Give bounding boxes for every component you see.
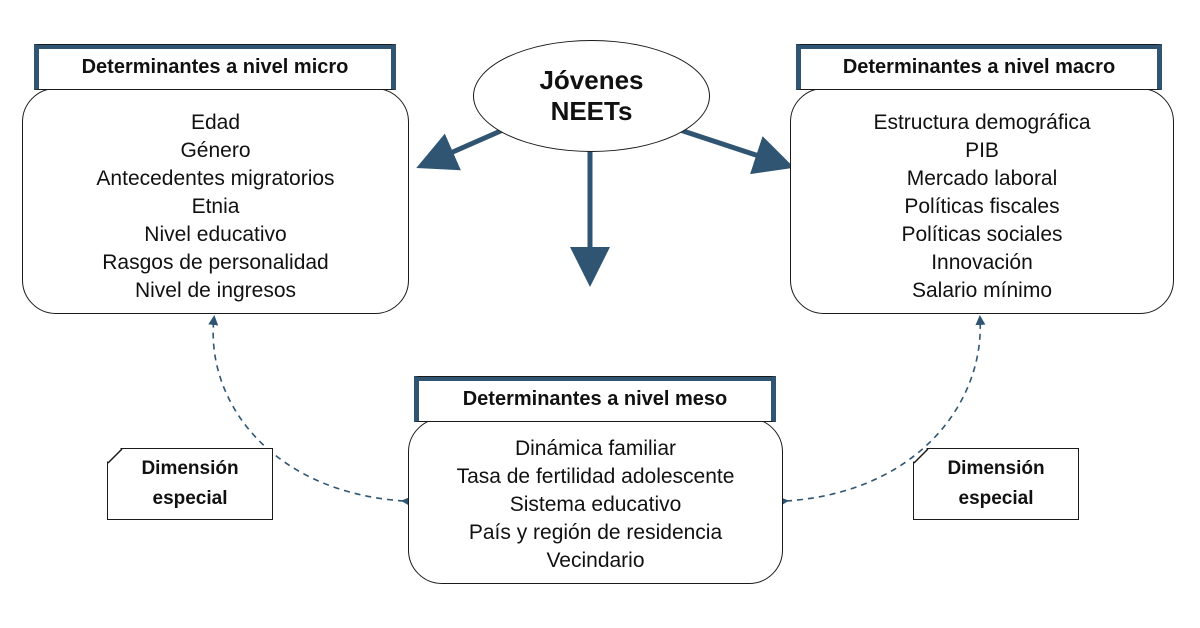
dimension-label-right: Dimensión especial — [913, 448, 1079, 520]
micro-determinants-box: Edad Género Antecedentes migratorios Etn… — [22, 88, 409, 314]
neets-ellipse: Jóvenes NEETs — [473, 40, 710, 152]
neets-title-line1: Jóvenes — [539, 65, 644, 95]
macro-determinants-box: Estructura demográfica PIB Mercado labor… — [790, 88, 1174, 314]
macro-header: Determinantes a nivel macro — [796, 44, 1162, 90]
folded-corner-icon — [914, 449, 929, 464]
micro-item: Género — [180, 139, 251, 162]
meso-header: Determinantes a nivel meso — [414, 376, 776, 422]
micro-header: Determinantes a nivel micro — [34, 44, 396, 90]
meso-item: Sistema educativo — [509, 493, 682, 516]
neets-title-line2: NEETs — [550, 96, 633, 126]
macro-item: Estructura demográfica — [873, 111, 1091, 134]
dimension-left-line1: Dimensión — [141, 458, 239, 479]
meso-item: Dinámica familiar — [514, 437, 677, 460]
meso-item: Vecindario — [546, 549, 645, 572]
micro-item: Nivel educativo — [144, 223, 287, 246]
micro-item: Nivel de ingresos — [134, 279, 297, 302]
macro-item: Mercado laboral — [906, 167, 1058, 190]
dimension-left-line2: especial — [152, 488, 228, 509]
micro-item: Antecedentes migratorios — [96, 167, 335, 190]
meso-item: País y región de residencia — [468, 521, 723, 544]
macro-item: PIB — [965, 139, 999, 162]
micro-item: Etnia — [191, 195, 240, 218]
meso-item: Tasa de fertilidad adolescente — [456, 465, 735, 488]
macro-item: Innovación — [931, 251, 1033, 274]
dimension-right-line1: Dimensión — [947, 458, 1045, 479]
meso-determinants-box: Dinámica familiar Tasa de fertilidad ado… — [408, 418, 783, 584]
macro-item: Políticas fiscales — [904, 195, 1060, 218]
macro-item: Salario mínimo — [911, 279, 1053, 302]
arrow-to-macro — [667, 123, 795, 175]
macro-item: Políticas sociales — [901, 223, 1063, 246]
dimension-right-line2: especial — [958, 488, 1034, 509]
folded-corner-icon — [108, 449, 123, 464]
micro-item: Edad — [190, 111, 241, 134]
dimension-label-left: Dimensión especial — [107, 448, 273, 520]
micro-item: Rasgos de personalidad — [102, 251, 329, 274]
